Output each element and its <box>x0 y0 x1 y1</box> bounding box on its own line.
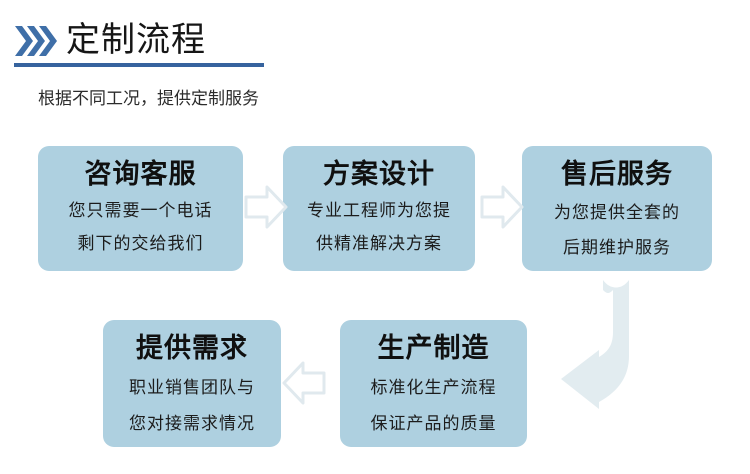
arrow-right-icon <box>244 185 288 229</box>
flow-card-title: 方案设计 <box>323 159 435 190</box>
page-title: 定制流程 <box>66 20 206 60</box>
flow-card-desc-line-1: 您只需要一个电话 <box>68 201 213 221</box>
flow-card-desc-line-2: 您对接需求情况 <box>129 414 255 434</box>
arrow-right-icon <box>480 185 524 229</box>
flow-card-title: 提供需求 <box>136 333 248 364</box>
flow-card-consult-service[interactable]: 咨询客服 您只需要一个电话 剩下的交给我们 <box>38 146 243 271</box>
flow-card-after-sales-service[interactable]: 售后服务 为您提供全套的 后期维护服务 <box>522 146 712 271</box>
flow-card-desc-line-2: 供精准解决方案 <box>316 234 442 254</box>
flow-card-desc-line-2: 后期维护服务 <box>563 238 671 258</box>
flow-card-desc-line-1: 标准化生产流程 <box>370 378 497 398</box>
page-subtitle: 根据不同工况，提供定制服务 <box>38 89 259 109</box>
page-header: 定制流程 <box>14 18 314 70</box>
flow-card-title: 售后服务 <box>561 159 673 190</box>
flow-card-desc-line-2: 剩下的交给我们 <box>77 234 204 254</box>
flow-card-production-manufacture[interactable]: 生产制造 标准化生产流程 保证产品的质量 <box>340 320 527 447</box>
title-underline <box>14 63 264 67</box>
triple-chevron-right-icon <box>15 26 57 56</box>
flow-card-provide-requirement[interactable]: 提供需求 职业销售团队与 您对接需求情况 <box>103 320 281 447</box>
flow-card-desc-line-2: 保证产品的质量 <box>370 414 497 434</box>
flow-card-solution-design[interactable]: 方案设计 专业工程师为您提 供精准解决方案 <box>283 146 475 271</box>
flow-card-desc-line-1: 为您提供全套的 <box>554 203 680 223</box>
arrow-left-icon <box>282 361 326 405</box>
flow-card-desc-line-1: 职业销售团队与 <box>129 378 255 398</box>
flow-card-title: 咨询客服 <box>84 159 197 190</box>
flow-card-title: 生产制造 <box>377 333 490 364</box>
flow-card-desc-line-1: 专业工程师为您提 <box>307 201 451 221</box>
arrow-uturn-down-left-icon <box>561 280 629 409</box>
